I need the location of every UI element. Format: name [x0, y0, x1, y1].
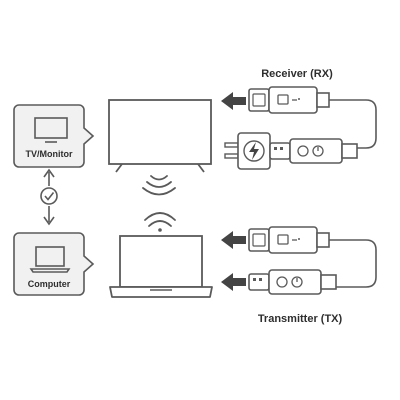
transmitter-cable — [329, 239, 377, 288]
transmitter-label: Transmitter (TX) — [258, 313, 343, 325]
computer-label: Computer — [28, 279, 71, 289]
hdmi-plug-icon — [248, 226, 330, 254]
computer-callout: Computer — [13, 232, 95, 296]
wifi-waves-icon — [144, 212, 176, 232]
arrow-left-icon — [221, 92, 246, 110]
lightning-icon — [249, 142, 259, 160]
arrow-left-icon — [221, 231, 246, 249]
arrow-left-icon — [221, 273, 246, 291]
link-arrow — [40, 168, 58, 226]
power-icon — [291, 276, 303, 288]
tv-monitor-callout: TV/Monitor — [13, 104, 95, 168]
tv-monitor-label: TV/Monitor — [26, 149, 73, 159]
monitor-icon — [34, 117, 68, 143]
check-circle-icon — [40, 187, 58, 205]
hdmi-plug-icon — [248, 86, 330, 114]
usb-plug-icon — [248, 269, 337, 295]
power-icon — [312, 145, 324, 157]
wifi-waves-icon — [142, 175, 176, 196]
power-adapter — [224, 132, 271, 170]
laptop-small-icon — [29, 246, 71, 273]
usb-plug-icon — [269, 138, 358, 164]
receiver-cable — [329, 99, 377, 149]
tv-icon — [108, 99, 212, 173]
laptop-icon — [109, 235, 213, 298]
receiver-label: Receiver (RX) — [261, 68, 333, 80]
